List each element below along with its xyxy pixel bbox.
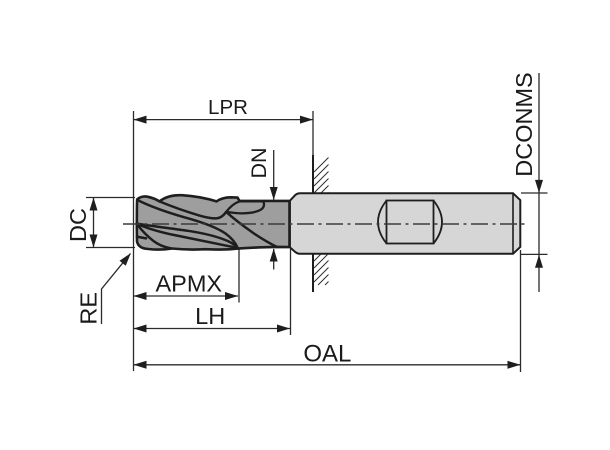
svg-text:LH: LH <box>195 303 225 329</box>
svg-text:RE: RE <box>76 292 102 325</box>
svg-text:DCONMS: DCONMS <box>511 72 537 176</box>
svg-text:OAL: OAL <box>303 340 351 367</box>
svg-text:DN: DN <box>247 147 271 178</box>
svg-text:APMX: APMX <box>155 270 222 296</box>
svg-text:DC: DC <box>65 208 91 242</box>
svg-text:LPR: LPR <box>208 96 248 119</box>
